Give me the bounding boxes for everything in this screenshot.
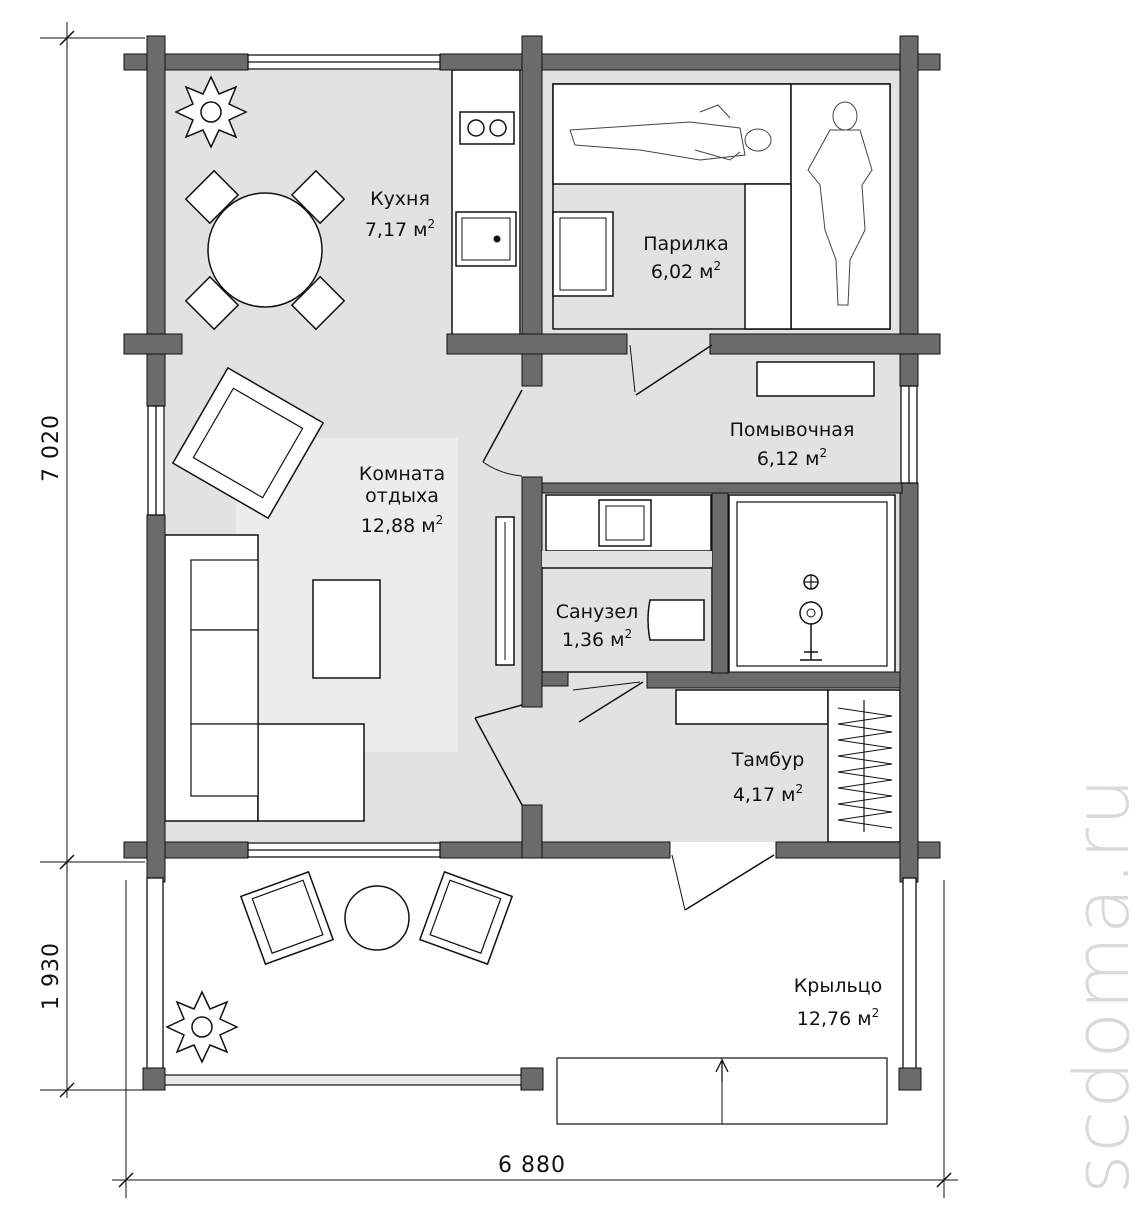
porch-name: Крыльцо — [794, 975, 882, 997]
sink-icon — [455, 211, 517, 267]
toilet-icon — [647, 599, 705, 641]
door-wc — [578, 681, 644, 723]
door-sauna — [635, 344, 713, 396]
dimension-lines — [40, 22, 958, 1198]
vestibule-name: Тамбур — [731, 749, 805, 771]
watermark: scdoma.ru — [1057, 776, 1146, 1194]
lounge-name-line2: отдыха — [365, 485, 439, 507]
wc-fixtures — [541, 494, 713, 673]
sauna-area: 6,02 м2 — [651, 259, 721, 283]
bench-side — [790, 83, 891, 330]
plant-icon — [174, 75, 248, 149]
wash-bench — [756, 361, 875, 397]
house-depth-dimension: 7 020 — [39, 414, 64, 482]
sauna-name: Парилка — [643, 233, 729, 255]
wardrobe — [827, 689, 901, 843]
door-washroom — [482, 389, 523, 463]
room-labels: Кухня 7,17 м2 Парилка 6,02 м2 Комната от… — [359, 188, 882, 1030]
figure-lying-icon — [569, 104, 772, 161]
porch-area: 12,76 м2 — [797, 1006, 879, 1030]
wc-name: Санузел — [556, 601, 639, 623]
tv-unit — [495, 516, 515, 666]
coffee-table — [312, 579, 381, 679]
armchair — [171, 366, 325, 520]
windows — [147, 54, 918, 858]
washroom-area: 6,12 м2 — [757, 446, 827, 470]
sofa — [164, 534, 365, 822]
vestibule-area: 4,17 м2 — [733, 782, 803, 806]
wc-area: 1,36 м2 — [562, 627, 632, 651]
porch-chair-right — [418, 870, 514, 966]
porch-chair-left — [239, 870, 335, 966]
bench-upper — [552, 83, 792, 185]
lounge-name-line1: Комната — [359, 463, 445, 485]
washroom-name: Помывочная — [730, 419, 855, 441]
dining-table — [207, 192, 323, 308]
porch-depth-dimension: 1 930 — [39, 942, 64, 1010]
width-dimension: 6 880 — [498, 1153, 566, 1178]
sauna-stove — [552, 211, 614, 297]
dining-set — [184, 169, 346, 331]
cooktop — [459, 111, 515, 145]
sauna-room — [545, 70, 900, 338]
kitchen-counter — [451, 69, 521, 339]
wash-basin-icon — [598, 499, 652, 547]
doors — [474, 344, 775, 911]
lounge-area: 12,88 м2 — [361, 513, 443, 537]
up-arrow-icon — [715, 1058, 729, 1082]
porch-plant-icon — [165, 990, 239, 1064]
vestibule-bench — [675, 689, 829, 725]
porch-table — [344, 885, 410, 951]
porch — [142, 870, 922, 1125]
kitchen-area: 7,17 м2 — [365, 217, 435, 241]
door-entrance — [684, 854, 775, 911]
door-lounge — [474, 717, 523, 806]
figure-standing-icon — [807, 101, 873, 306]
kitchen-name: Кухня — [370, 188, 430, 210]
bench-lower — [744, 183, 792, 330]
shower-cabin — [728, 494, 896, 674]
